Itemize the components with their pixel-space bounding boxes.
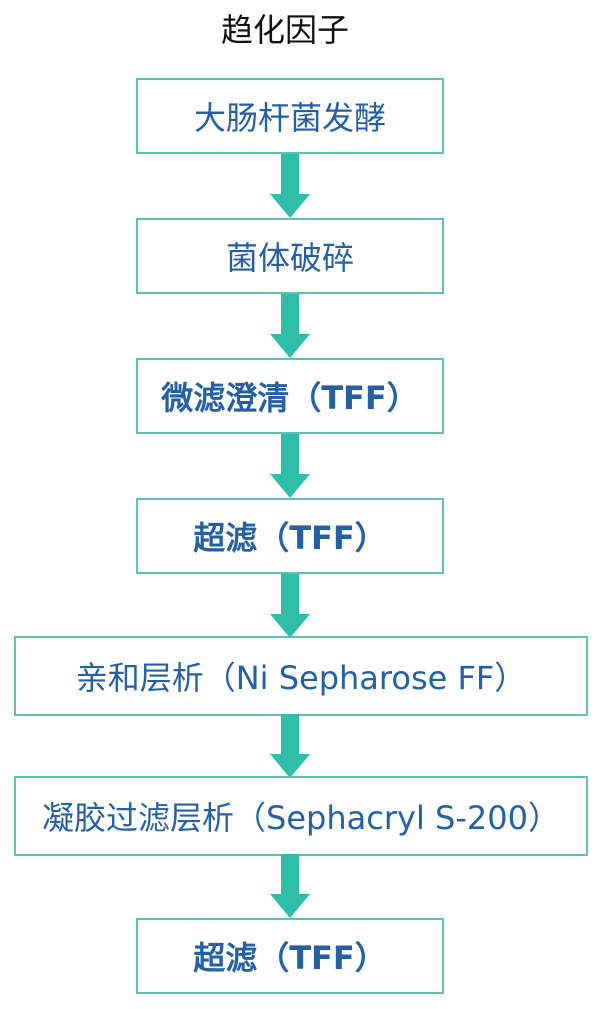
step-affinity-chromatography: 亲和层析（Ni Sepharose FF） — [14, 636, 588, 716]
arrow-down-icon — [270, 714, 310, 778]
step-ultrafiltration-2: 超滤（TFF） — [136, 918, 444, 994]
step-fermentation: 大肠杆菌发酵 — [136, 78, 444, 154]
arrow-down-icon — [270, 574, 310, 638]
arrow-down-icon — [270, 854, 310, 918]
arrow-down-icon — [270, 154, 310, 218]
step-gel-filtration: 凝胶过滤层析（Sephacryl S-200） — [14, 776, 588, 856]
diagram-title: 趋化因子 — [220, 11, 349, 49]
arrow-down-icon — [270, 294, 310, 358]
step-microfiltration: 微滤澄清（TFF） — [136, 358, 444, 434]
arrow-down-icon — [270, 434, 310, 498]
step-cell-lysis: 菌体破碎 — [136, 218, 444, 294]
step-ultrafiltration-1: 超滤（TFF） — [136, 498, 444, 574]
